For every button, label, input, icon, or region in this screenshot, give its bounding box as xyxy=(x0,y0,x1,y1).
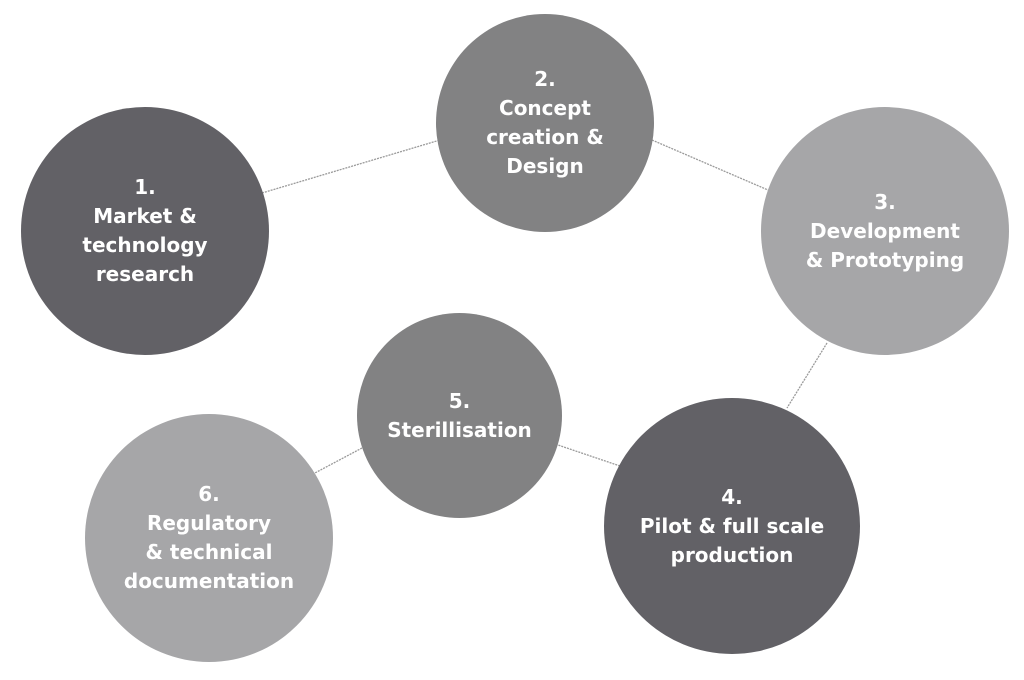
step-1-number: 1. xyxy=(134,175,156,199)
step-1-label-line-2: technology xyxy=(82,233,208,257)
connector-3-4 xyxy=(786,342,828,409)
step-2-label-line-3: Design xyxy=(506,154,584,178)
step-2-label-line-1: Concept xyxy=(499,96,591,120)
step-5-number: 5. xyxy=(448,388,471,413)
step-1-label-line-1: Market & xyxy=(93,204,197,228)
step-5-label-line-1: Sterillisation xyxy=(387,417,532,442)
step-6-label-line-1: Regulatory xyxy=(146,511,272,535)
step-3-development-prototyping: 3. Development & Prototyping xyxy=(761,107,1009,355)
step-3-label-line-2: & Prototyping xyxy=(805,247,965,272)
step-1-label-line-3: research xyxy=(95,262,195,286)
step-3-number: 3. xyxy=(874,189,896,214)
step-1-market-technology-research: 1. Market & technology research xyxy=(21,107,269,355)
step-6-label-line-3: documentation xyxy=(123,569,295,593)
step-2-number: 2. xyxy=(534,67,556,91)
connector-2-3 xyxy=(651,139,769,191)
step-5-sterillisation: 5. Sterillisation xyxy=(357,313,562,518)
step-4-label-line-2: production xyxy=(670,542,794,567)
step-6-label-line-2: & technical xyxy=(145,540,273,564)
step-4-label-line-1: Pilot & full scale xyxy=(639,513,825,538)
step-3-label-line-1: Development xyxy=(810,218,960,243)
step-2-label-line-2: creation & xyxy=(486,125,604,149)
connector-5-6 xyxy=(312,447,363,475)
connector-1-2 xyxy=(261,139,441,194)
step-6-number: 6. xyxy=(198,482,220,506)
step-4-number: 4. xyxy=(721,484,743,509)
step-2-concept-creation-design: 2. Concept creation & Design xyxy=(436,14,654,232)
connector-4-5 xyxy=(554,443,621,467)
step-6-regulatory-technical-documentation: 6. Regulatory & technical documentation xyxy=(85,414,333,662)
step-4-pilot-full-scale-production: 4. Pilot & full scale production xyxy=(604,398,860,654)
